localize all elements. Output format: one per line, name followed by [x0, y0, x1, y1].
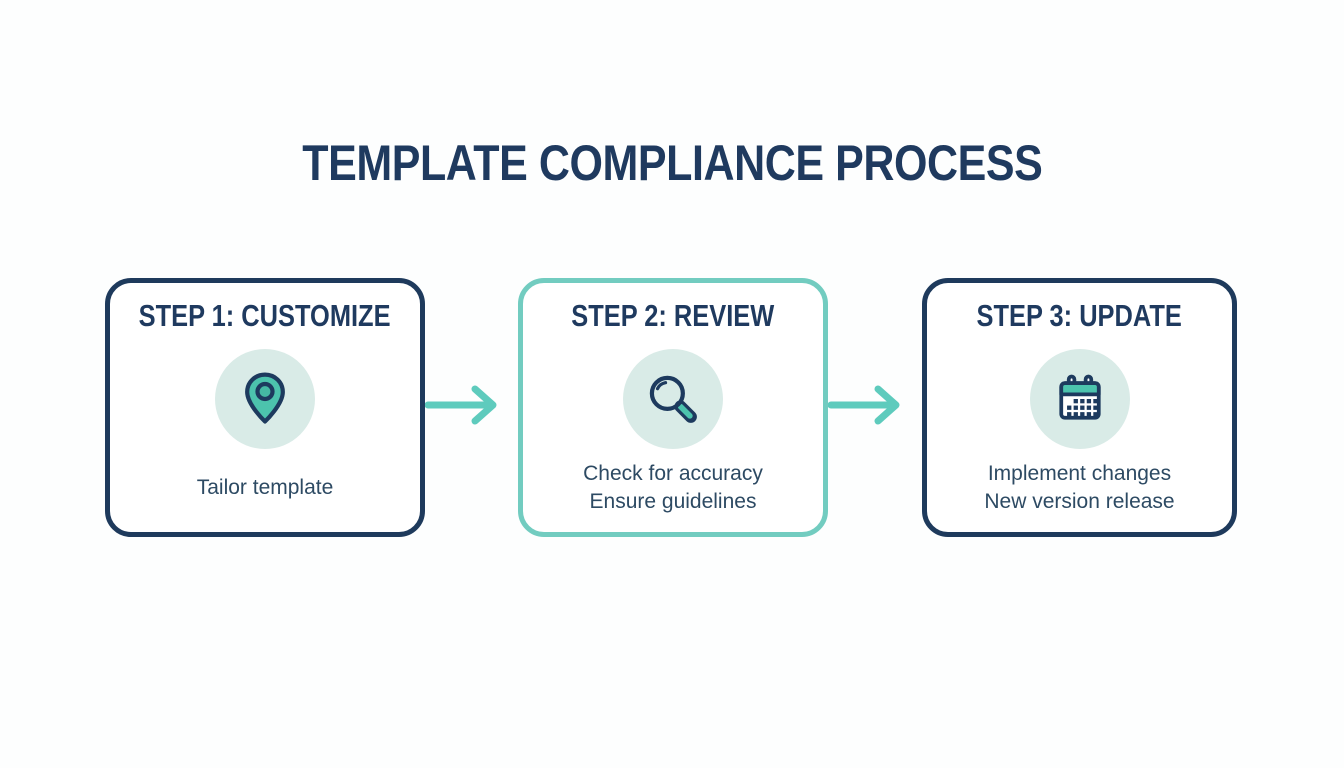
step-heading: STEP 1: CUSTOMIZE [139, 298, 391, 333]
step-description: Check for accuracy Ensure guidelines [583, 460, 763, 516]
magnifier-icon [649, 375, 697, 423]
diagram-header: TEMPLATE COMPLIANCE PROCESS [0, 134, 1344, 192]
step-description: Tailor template [197, 460, 334, 516]
step-card-customize: STEP 1: CUSTOMIZE Tailor template [105, 278, 425, 537]
icon-circle [215, 349, 315, 449]
arrow-step1-step2-icon [425, 385, 497, 425]
icon-circle [623, 349, 723, 449]
step-card-update: STEP 3: UPDATE Implement changes New ver… [922, 278, 1237, 537]
page-title: TEMPLATE COMPLIANCE PROCESS [301, 135, 1043, 191]
map-pin-icon [245, 372, 285, 424]
description-line: Ensure guidelines [589, 490, 757, 513]
description-line: New version release [984, 490, 1175, 513]
arrow-step2-step3-icon [828, 385, 900, 425]
process-flow: STEP 1: CUSTOMIZE Tailor template STEP 2… [105, 278, 1237, 537]
description-line: Check for accuracy [583, 462, 763, 485]
calendar-icon [1058, 374, 1101, 420]
description-line: Tailor template [196, 476, 334, 499]
step-card-review: STEP 2: REVIEW Check for accuracy Ensure… [518, 278, 828, 537]
step-heading: STEP 2: REVIEW [571, 298, 775, 333]
step-description: Implement changes New version release [984, 460, 1174, 516]
icon-circle [1029, 349, 1130, 449]
step-heading: STEP 3: UPDATE [976, 298, 1183, 333]
description-line: Implement changes [987, 462, 1172, 485]
